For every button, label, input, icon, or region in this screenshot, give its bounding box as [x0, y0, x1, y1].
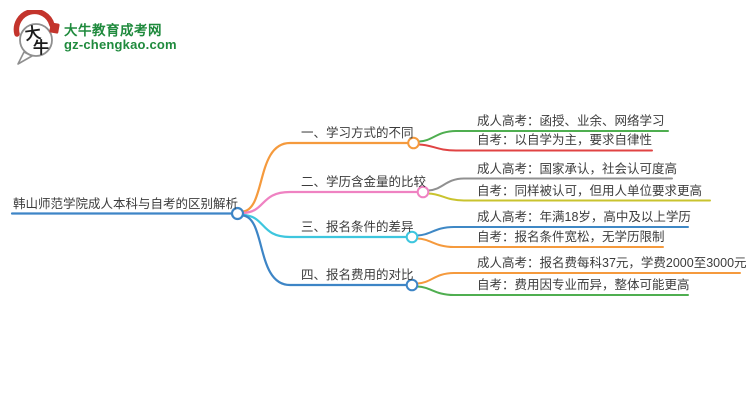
- branch-3-label: 三、报名条件的差异: [301, 220, 414, 234]
- logo-bubble-icon: 大 牛: [13, 10, 60, 65]
- branch-4-circle: [405, 278, 419, 292]
- branch-3-child-2-label: 自考：报名条件宽松，无学历限制: [477, 230, 665, 244]
- branch-1-circle: [407, 136, 420, 150]
- branch-2-child-1-line: [427, 177, 673, 192]
- branch-4-child-2-line: [416, 285, 689, 296]
- branch-2-line: [241, 190, 419, 215]
- branch-1-child-1-line: [418, 130, 669, 143]
- branch-4-child-1-line: [416, 272, 741, 285]
- branch-1-child-1-label: 成人高考：函授、业余、网络学习: [477, 114, 665, 128]
- logo-seal-icon: [49, 22, 60, 34]
- branch-2-circle: [416, 185, 430, 199]
- root-node-label: 韩山师范学院成人本科与自考的区别解析: [13, 197, 239, 211]
- logo-red-arc-icon: [13, 10, 55, 37]
- branch-3-circle: [405, 230, 419, 244]
- branch-2-label: 二、学历含金量的比较: [301, 175, 427, 189]
- site-logo: 大 牛 大牛教育成考网 gz-chengkao.com: [0, 0, 230, 70]
- branch-1-label: 一、学习方式的不同: [301, 126, 414, 140]
- branch-3-child-2-line: [416, 237, 664, 248]
- branch-1-line: [241, 141, 410, 213]
- root-node-circle: [230, 206, 245, 221]
- branch-2-child-2-line: [427, 192, 711, 202]
- logo-char-top: 大: [24, 23, 43, 44]
- branch-4-label: 四、报名费用的对比: [301, 268, 414, 282]
- logo-bubble-shape: [19, 23, 53, 57]
- site-domain: gz-chengkao.com: [64, 37, 177, 52]
- branch-3-child-1-label: 成人高考：年满18岁，高中及以上学历: [477, 210, 691, 224]
- branch-1-child-2-line: [418, 143, 653, 152]
- branch-3-line: [241, 213, 408, 239]
- branch-3-child-1-line: [416, 226, 689, 237]
- branch-4-child-2-label: 自考：费用因专业而异，整体可能更高: [477, 278, 690, 292]
- logo-char-bottom: 牛: [33, 38, 49, 57]
- branch-2-child-2-label: 自考：同样被认可，但用人单位要求更高: [477, 184, 703, 198]
- branch-2-child-1-label: 成人高考：国家承认，社会认可度高: [477, 162, 678, 176]
- branch-4-child-1-label: 成人高考：报名费每科37元，学费2000至3000元: [477, 256, 747, 270]
- logo-bubble-tail: [17, 51, 33, 65]
- site-name: 大牛教育成考网: [64, 23, 162, 38]
- branch-4-line: [241, 214, 408, 287]
- branch-1-child-2-label: 自考：以自学为主，要求自律性: [477, 133, 653, 147]
